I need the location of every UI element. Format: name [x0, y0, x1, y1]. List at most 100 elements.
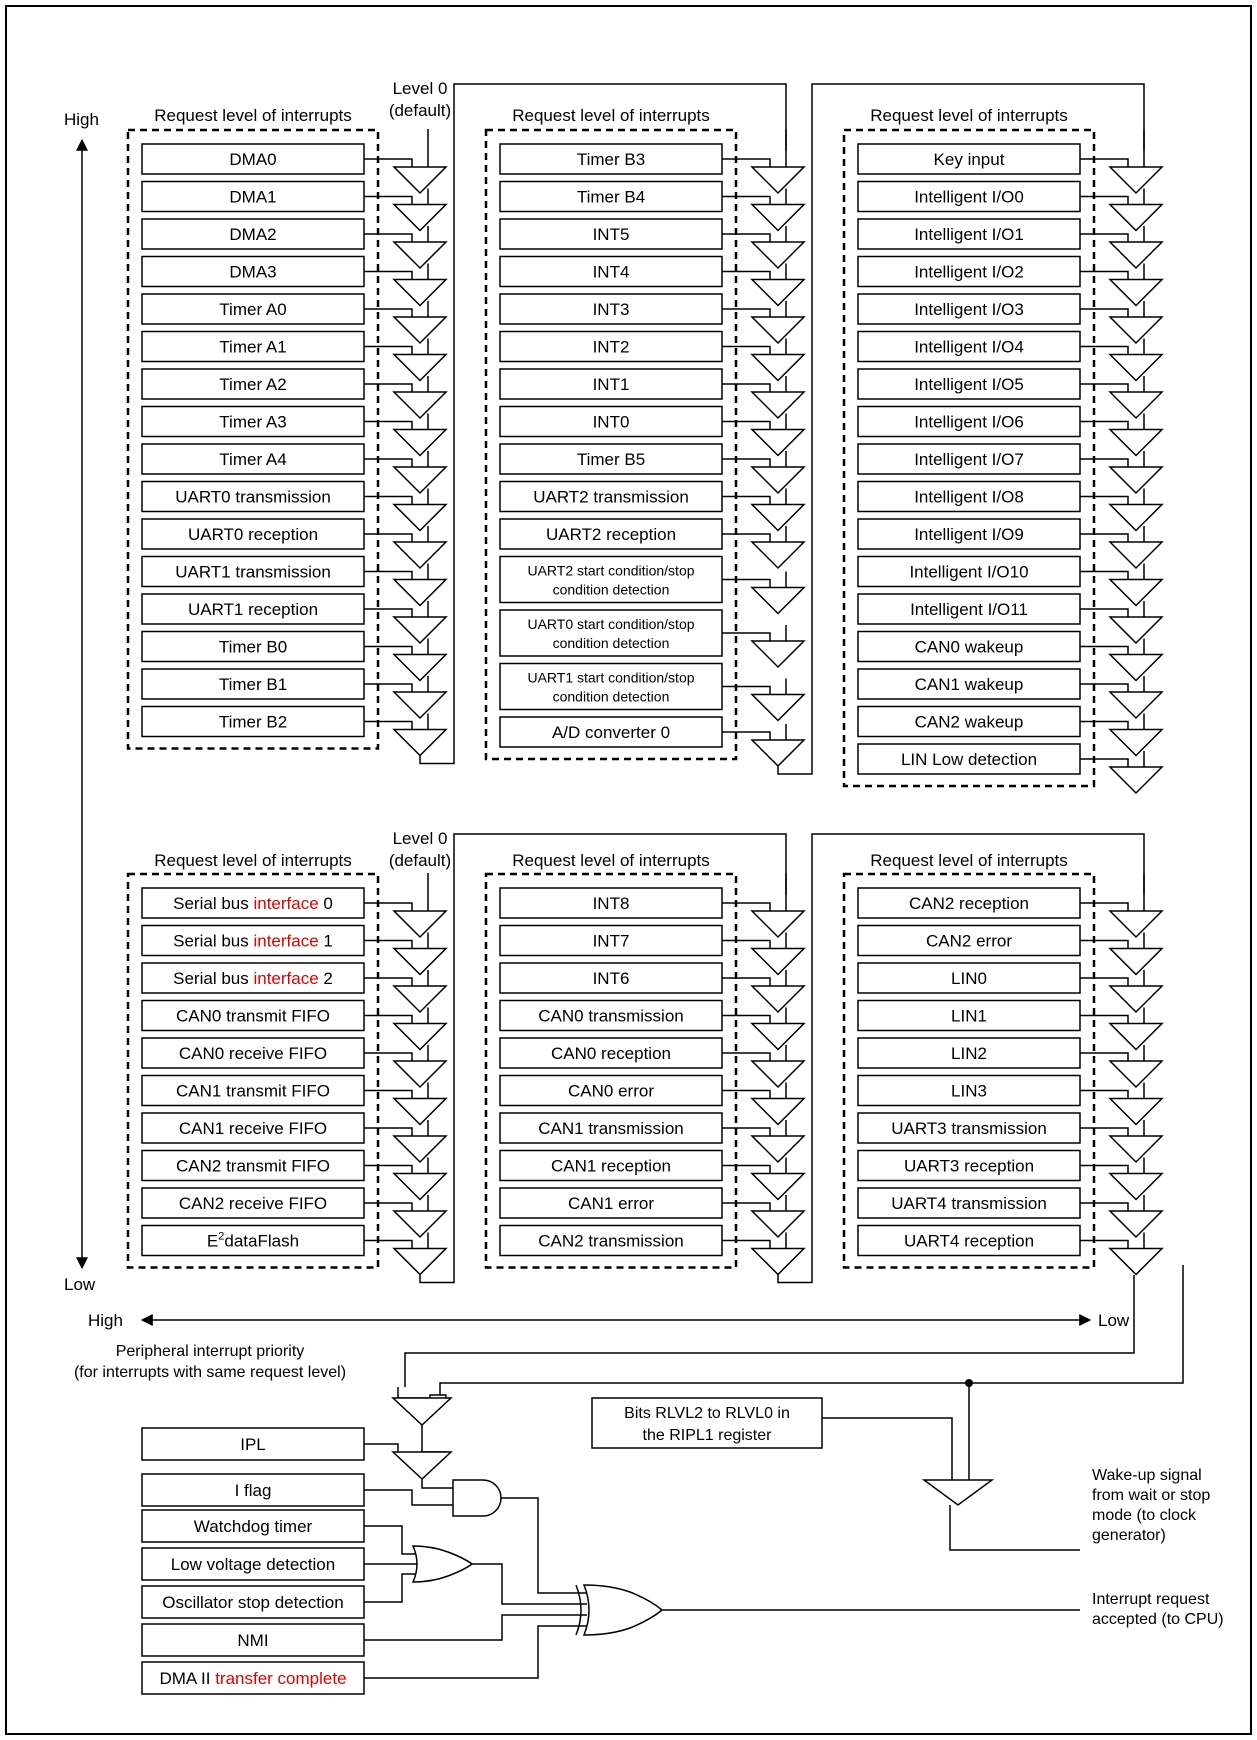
priority-comparator: [1108, 947, 1164, 976]
interrupt-label: Timer B3: [577, 150, 645, 169]
interrupt-label: DMA3: [229, 263, 276, 282]
interrupt-label: CAN1 reception: [551, 1157, 671, 1176]
level0-default-top: (default): [389, 101, 451, 120]
interrupt-box: [141, 293, 365, 325]
interrupt-can1-receive-fifo: CAN1 receive FIFO: [141, 1112, 365, 1144]
interrupt-label: Intelligent I/O4: [914, 338, 1024, 357]
interrupt-e2dataflash: E2dataFlash: [141, 1224, 365, 1257]
priority-comparator: [392, 503, 448, 532]
interrupt-can2-receive-fifo: CAN2 receive FIFO: [141, 1187, 365, 1219]
interrupt-box: [499, 609, 723, 657]
priority-comparator: [392, 1097, 448, 1126]
priority-comparator: [1108, 166, 1164, 195]
interrupt-box: [499, 443, 723, 475]
priority-comparator: [750, 203, 806, 232]
level0-default-bottom: (default): [389, 851, 451, 870]
interrupt-label: Serial bus interface 2: [173, 969, 333, 988]
interrupt-label: CAN0 receive FIFO: [179, 1044, 327, 1063]
diagram-frame: [5, 5, 1252, 1735]
interrupt-label: CAN2 wakeup: [915, 713, 1024, 732]
interrupt-int1: INT1: [499, 368, 723, 400]
priority-comparator: [392, 203, 448, 232]
interrupt-label: Timer B1: [219, 675, 287, 694]
interrupt-lin3: LIN3: [857, 1074, 1081, 1107]
interrupt-timer-b0: Timer B0: [141, 630, 365, 663]
priority-comparator: [750, 541, 806, 570]
interrupt-label: CAN2 reception: [909, 894, 1029, 913]
interrupt-dma3: DMA3: [141, 255, 365, 288]
priority-comparator: [750, 693, 806, 722]
interrupt-timer-b2: Timer B2: [141, 705, 365, 738]
interrupt-uart2-transmission: UART2 transmission: [499, 480, 723, 513]
interrupt-box: [141, 668, 365, 700]
request-level-group-frame: [126, 128, 380, 750]
interrupt-int0: INT0: [499, 405, 723, 438]
horizontal-priority-axis: High Low Peripheral interrupt priority (…: [74, 1311, 1130, 1381]
priority-comparator: [750, 241, 806, 270]
priority-comparator: [392, 1210, 448, 1239]
interrupt-serial-bus-interface-0: Serial bus interface 0: [141, 887, 365, 919]
interrupt-timer-a4: Timer A4: [141, 443, 365, 475]
priority-comparator: [750, 503, 806, 532]
interrupt-label: INT3: [593, 300, 630, 319]
wakeup-line4: generator): [1092, 1527, 1166, 1544]
vertical-priority-axis: High Low: [64, 110, 99, 1294]
interrupt-label: Timer B4: [577, 188, 645, 207]
priority-comparator: [750, 1097, 806, 1126]
interrupt-box: [141, 1149, 365, 1182]
i-flag-box: [141, 1473, 365, 1507]
priority-comparator: [392, 353, 448, 382]
horizontal-axis-low: Low: [1098, 1311, 1130, 1330]
interrupt-label: CAN0 transmit FIFO: [176, 1007, 330, 1026]
interrupt-label: UART2 transmission: [533, 488, 689, 507]
priority-comparator: [392, 466, 448, 495]
priority-comparator: [392, 278, 448, 307]
interrupt-label: CAN2 transmission: [538, 1232, 684, 1251]
priority-comparator: [750, 947, 806, 976]
interrupt-box: [857, 1112, 1081, 1144]
priority-comparator: [1108, 1022, 1164, 1051]
rlvl-line1: Bits RLVL2 to RLVL0 in: [624, 1405, 790, 1422]
interrupt-box: [499, 924, 723, 957]
interrupt-box: [499, 1149, 723, 1182]
interrupt-label: UART3 reception: [904, 1157, 1034, 1176]
priority-comparator: [750, 278, 806, 307]
interrupt-label-line2: condition detection: [553, 582, 670, 598]
interrupt-uart3-transmission: UART3 transmission: [857, 1112, 1081, 1144]
priority-comparator: [1108, 278, 1164, 307]
interrupt-box: [857, 705, 1081, 738]
interrupt-box: [857, 924, 1081, 957]
interrupt-can1-reception: CAN1 reception: [499, 1149, 723, 1182]
priority-comparator: [392, 391, 448, 420]
priority-comparator: [1108, 1097, 1164, 1126]
interrupt-lin1: LIN1: [857, 999, 1081, 1032]
interrupt-can0-error: CAN0 error: [499, 1074, 723, 1107]
priority-comparator: [392, 616, 448, 645]
interrupt-intelligent-i-o11: Intelligent I/O11: [857, 593, 1081, 625]
interrupt-box: [141, 480, 365, 513]
interrupt-uart4-transmission: UART4 transmission: [857, 1187, 1081, 1219]
request-level-group-frame: [842, 872, 1096, 1269]
priority-comparator: [1108, 1172, 1164, 1201]
priority-comparator: [1108, 1135, 1164, 1164]
priority-comparator: [392, 541, 448, 570]
interrupt-timer-a1: Timer A1: [141, 330, 365, 363]
interrupt-lin0: LIN0: [857, 962, 1081, 994]
interrupt-int4: INT4: [499, 255, 723, 288]
interrupt-box: [499, 555, 723, 604]
interrupt-box: [141, 962, 365, 994]
request-level-group-frame: [484, 128, 738, 761]
priority-comparator: [750, 985, 806, 1014]
priority-comparator: [1108, 1060, 1164, 1089]
interrupt-label: INT0: [593, 413, 630, 432]
interrupt-label-line1: UART1 start condition/stop: [527, 670, 694, 686]
interrupt-uart0-transmission: UART0 transmission: [141, 480, 365, 513]
interrupt-label-line1: UART2 start condition/stop: [527, 563, 694, 579]
interrupt-box: [857, 293, 1081, 325]
interrupt-label: INT6: [593, 969, 630, 988]
interrupt-label: DMA2: [229, 225, 276, 244]
interrupt-label: Intelligent I/O8: [914, 488, 1024, 507]
request-level-title: Request level of interrupts: [512, 851, 710, 870]
interrupt-label: A/D converter 0: [552, 723, 670, 742]
priority-comparator: [750, 1135, 806, 1164]
